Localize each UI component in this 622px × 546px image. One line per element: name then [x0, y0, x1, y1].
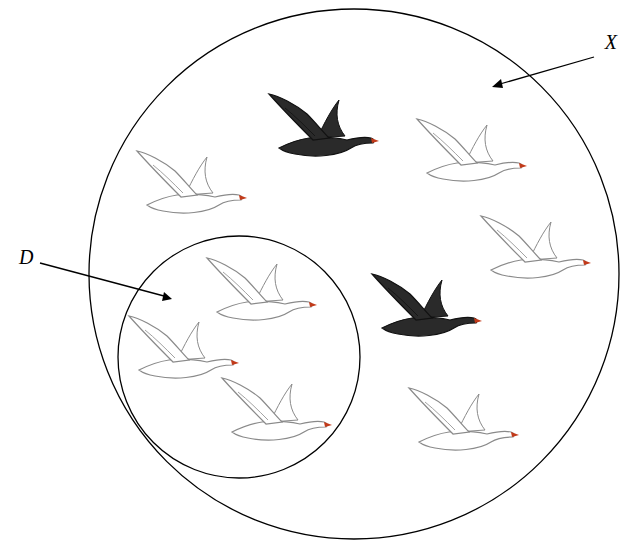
- set-circle: XD: [88, 8, 620, 540]
- set-label: D: [18, 245, 34, 269]
- white-swans: [129, 119, 591, 450]
- black-swans: [269, 94, 482, 336]
- circle-outline: [88, 8, 620, 540]
- set-label: X: [604, 30, 618, 54]
- subset-circle: D: [117, 235, 361, 479]
- circle-outline: [117, 235, 361, 479]
